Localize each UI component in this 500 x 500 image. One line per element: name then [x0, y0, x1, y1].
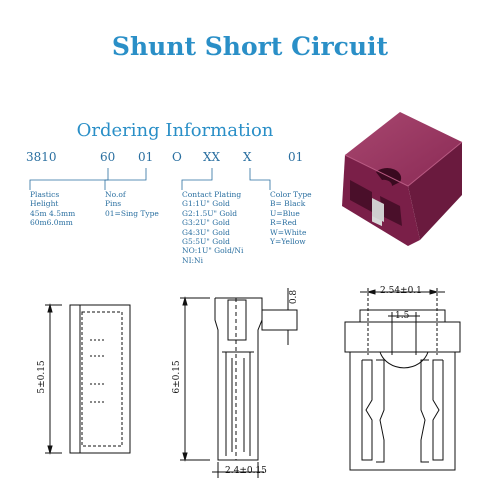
dim-front-width: 2.4±0.15: [225, 466, 267, 476]
dim-right-pitch: 2.54±0.1: [380, 286, 422, 296]
side-view: [45, 303, 131, 455]
order-code-plating: XX: [203, 150, 221, 164]
desc-color-type: Color Type B= Black U=Blue R=Red W=White…: [270, 190, 312, 247]
order-code-height: 60: [100, 150, 116, 164]
dim-right-gap: 1.5: [395, 311, 410, 321]
dim-front-height: 6±0.15: [172, 360, 182, 394]
dim-side-height: 5±0.15: [37, 360, 47, 394]
front-view: [180, 288, 298, 478]
order-code-color: X: [243, 150, 252, 164]
order-code-row: 3810 60 01 O XX X 01: [0, 150, 330, 168]
desc-pins: No.of Pins 01=Sing Type: [105, 190, 159, 218]
dim-front-tab: 0.8: [289, 289, 299, 305]
order-code-pins: 01: [138, 150, 154, 164]
page-title: Shunt Short Circuit: [111, 32, 389, 61]
order-code-suffix: 01: [288, 150, 304, 164]
order-code-o: O: [172, 150, 182, 164]
desc-plastics: Plastics Helight 45m 4.5mm 60m6.0mm: [30, 190, 76, 228]
cross-section-view: [344, 288, 461, 471]
desc-contact-plating: Contact Plating G1:1U" Gold G2:1.5U" Gol…: [182, 190, 244, 265]
order-code-series: 3810: [26, 150, 57, 164]
ordering-information-heading: Ordering Information: [76, 120, 274, 141]
